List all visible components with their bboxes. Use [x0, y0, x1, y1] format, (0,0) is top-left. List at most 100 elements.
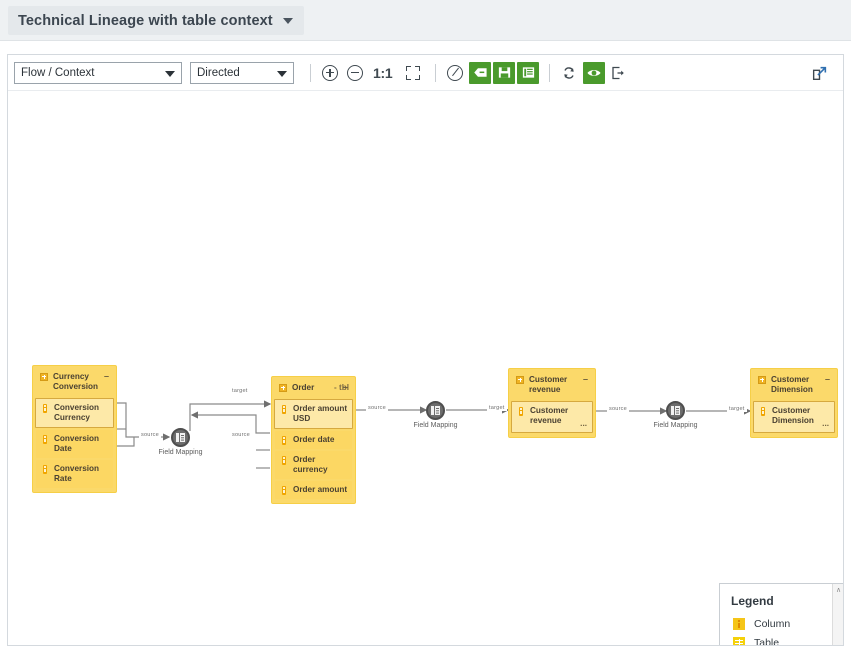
scroll-up-icon[interactable]: ∧ [835, 587, 842, 594]
table-title: Currency Conversion [53, 372, 99, 391]
legend-item-label: Column [754, 617, 791, 630]
field-mapping-icon [426, 401, 445, 420]
visibility-toggle-button[interactable] [583, 61, 606, 84]
lineage-node-column[interactable]: Order amount USD [274, 399, 353, 429]
lineage-panel: Flow / Context Directed 1:1 [7, 54, 844, 646]
lineage-node-column[interactable]: Conversion Currency [35, 398, 114, 428]
column-icon [43, 434, 47, 444]
lineage-canvas[interactable]: Currency Conversion – Conversion Currenc… [8, 91, 843, 645]
flow-context-select[interactable]: Flow / Context [14, 61, 182, 84]
table-subtitle: - tbl [333, 383, 349, 392]
export-button[interactable] [607, 62, 629, 84]
legend-item-table: Table [720, 633, 843, 645]
lineage-node-column[interactable]: Conversion Rate [36, 460, 113, 488]
app-header: Technical Lineage with table context [0, 0, 851, 41]
table-header[interactable]: Customer Dimension – [753, 371, 835, 399]
chevron-down-icon [165, 70, 175, 77]
flow-context-value: Flow / Context [21, 66, 95, 79]
collapse-icon[interactable]: – [824, 374, 830, 384]
lineage-node-column[interactable]: Conversion Date [36, 430, 113, 458]
table-header[interactable]: Currency Conversion – [35, 368, 114, 396]
table-icon [516, 375, 524, 384]
show-columns-button[interactable] [469, 61, 492, 84]
show-tables-button[interactable] [493, 61, 516, 84]
lineage-node-field-mapping[interactable]: Field Mapping [159, 428, 202, 456]
column-icon [761, 406, 765, 416]
edge-label-target: target [727, 406, 747, 412]
field-mapping-icon [171, 428, 190, 447]
truncation-ellipsis: ... [822, 419, 829, 428]
lineage-node-column[interactable]: Order currency [275, 451, 352, 479]
column-label: Order currency [293, 455, 328, 474]
refresh-button[interactable] [558, 62, 580, 84]
lineage-node-table[interactable]: Currency Conversion – Conversion Currenc… [32, 365, 117, 493]
table-header[interactable]: Customer revenue – [511, 371, 593, 399]
legend-scrollbar[interactable]: ∧ ∨ [832, 584, 843, 645]
column-label: Conversion Date [54, 434, 100, 453]
legend-item-label: Table [754, 636, 780, 646]
slashed-circle-icon [447, 64, 464, 81]
edge-label-target: target [487, 405, 507, 411]
zoom-reset-button[interactable]: 1:1 [373, 64, 393, 81]
legend-panel: Legend Column Table Field Mapping ∧ ∨ [719, 583, 843, 645]
edge-label-source: source [607, 406, 629, 412]
chevron-down-icon [282, 17, 293, 24]
lineage-node-table[interactable]: Customer revenue – Customer revenue ... [508, 368, 596, 438]
collapse-icon[interactable]: – [103, 371, 109, 381]
collapse-icon[interactable]: – [342, 382, 348, 392]
table-icon [40, 372, 48, 381]
direction-select[interactable]: Directed [190, 61, 294, 84]
export-icon [612, 66, 625, 79]
column-label: Conversion Currency [54, 403, 100, 422]
lineage-node-field-mapping[interactable]: Field Mapping [654, 401, 697, 429]
column-icon [43, 403, 47, 413]
field-mapping-label: Field Mapping [158, 449, 203, 456]
column-label: Customer Dimension [772, 406, 814, 425]
collapse-icon[interactable]: – [582, 374, 588, 384]
zoom-in-icon [322, 64, 338, 81]
table-header[interactable]: Order - tbl – [274, 379, 353, 397]
table-title: Customer Dimension [771, 375, 813, 394]
zoom-in-button[interactable] [319, 62, 341, 84]
truncation-ellipsis: ... [580, 419, 587, 428]
edge-label-source: source [366, 405, 388, 411]
lineage-node-column[interactable]: Customer Dimension ... [753, 401, 835, 433]
page-title: Technical Lineage with table context [18, 12, 273, 29]
open-in-new-window-button[interactable] [808, 62, 830, 84]
lineage-toolbar: Flow / Context Directed 1:1 [8, 55, 843, 91]
refresh-icon [564, 66, 575, 79]
lineage-edges [117, 400, 752, 469]
column-icon [282, 485, 286, 495]
table-icon [733, 636, 745, 645]
zoom-out-button[interactable] [344, 62, 366, 84]
show-details-button[interactable] [517, 61, 540, 84]
lineage-node-column[interactable]: Order date [275, 431, 352, 449]
lineage-node-column[interactable]: Customer revenue ... [511, 401, 593, 433]
fit-to-screen-button[interactable] [402, 62, 424, 84]
column-icon [282, 455, 286, 465]
lineage-view-selector[interactable]: Technical Lineage with table context [8, 6, 304, 35]
lineage-node-field-mapping[interactable]: Field Mapping [414, 401, 457, 429]
column-label: Conversion Rate [54, 464, 100, 483]
toolbar-divider [549, 63, 551, 82]
no-filter-button[interactable] [444, 62, 466, 84]
field-mapping-icon [666, 401, 685, 420]
table-title: Order [292, 383, 315, 392]
fit-to-screen-icon [406, 65, 421, 80]
column-label: Customer revenue [530, 406, 569, 425]
legend-title: Legend [731, 594, 774, 608]
lineage-node-column[interactable]: Order amount [275, 481, 352, 499]
lineage-node-table[interactable]: Order - tbl – Order amount USD Order dat… [271, 376, 356, 504]
table-icon [758, 375, 766, 384]
column-icon [733, 617, 745, 630]
toolbar-divider [435, 63, 437, 82]
lineage-node-table[interactable]: Customer Dimension – Customer Dimension … [750, 368, 838, 438]
tag-icon [474, 68, 487, 77]
legend-item-column: Column [720, 614, 843, 633]
column-icon [519, 406, 523, 416]
table-title: Customer revenue [529, 375, 568, 394]
open-in-new-window-icon [812, 66, 826, 80]
column-label: Order date [293, 435, 335, 444]
table-icon [279, 383, 287, 392]
column-label: Order amount [293, 485, 348, 494]
